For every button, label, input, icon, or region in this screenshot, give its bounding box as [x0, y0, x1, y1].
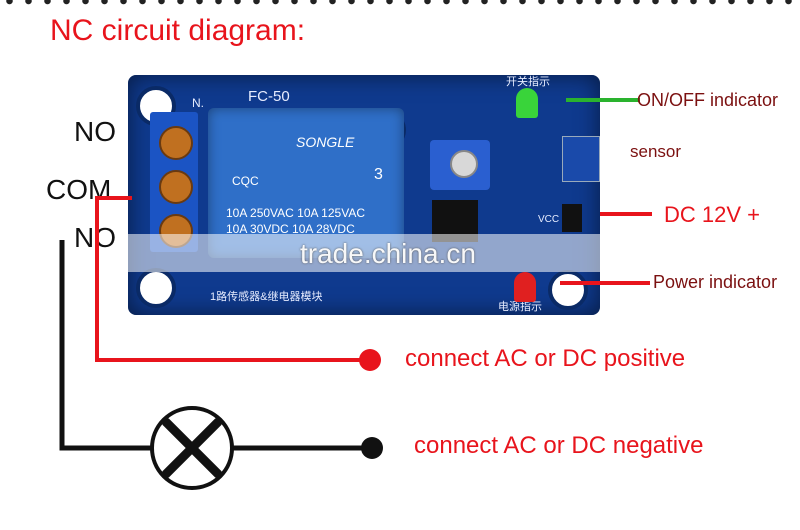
potentiometer-knob	[450, 150, 478, 178]
relay-rating-1: 10A 250VAC 10A 125VAC	[226, 206, 365, 220]
top-dotted-border	[0, 0, 800, 8]
pin-label-no-top: NO	[74, 116, 116, 147]
label-onoff-indicator: ON/OFF indicator	[637, 90, 779, 110]
label-connect-positive: connect AC or DC positive	[405, 345, 686, 372]
terminal-screw-no	[159, 126, 193, 160]
relay	[208, 108, 404, 258]
label-power-indicator: Power indicator	[653, 272, 778, 292]
relay-rating-2: 10A 30VDC 10A 28VDC	[226, 222, 355, 236]
black-dot	[361, 437, 383, 459]
label-connect-negative: connect AC or DC negative	[414, 432, 704, 459]
board-switch-indicator-text: 开关指示	[506, 76, 550, 88]
relay-brand: SONGLE	[296, 134, 355, 150]
wire-negative-left	[59, 240, 152, 451]
red-led	[514, 272, 536, 302]
board-model: FC-50	[248, 88, 290, 105]
relay-num: 3	[374, 166, 383, 183]
label-sensor: sensor	[630, 142, 682, 161]
mount-hole-br	[548, 270, 588, 310]
vcc-header	[562, 204, 582, 232]
red-dot	[359, 349, 381, 371]
diagram-title: NC circuit diagram:	[50, 14, 306, 47]
green-led	[516, 88, 538, 118]
board-bottom-text: 1路传感器&继电器模块	[210, 291, 323, 303]
wire-positive	[95, 196, 370, 362]
board-vcc-text: VCC	[538, 214, 560, 225]
board-silk-n: N.	[192, 96, 204, 110]
watermark-text: trade.china.cn	[300, 238, 476, 269]
lamp-x-icon	[150, 406, 234, 490]
terminal-screw-com	[159, 170, 193, 204]
board-power-indicator-text: 电源指示	[498, 301, 542, 313]
watermark-band	[0, 234, 800, 272]
sensor-header	[562, 136, 600, 182]
label-dc-12v: DC 12V +	[664, 202, 760, 227]
relay-cert: CQC	[232, 174, 259, 188]
